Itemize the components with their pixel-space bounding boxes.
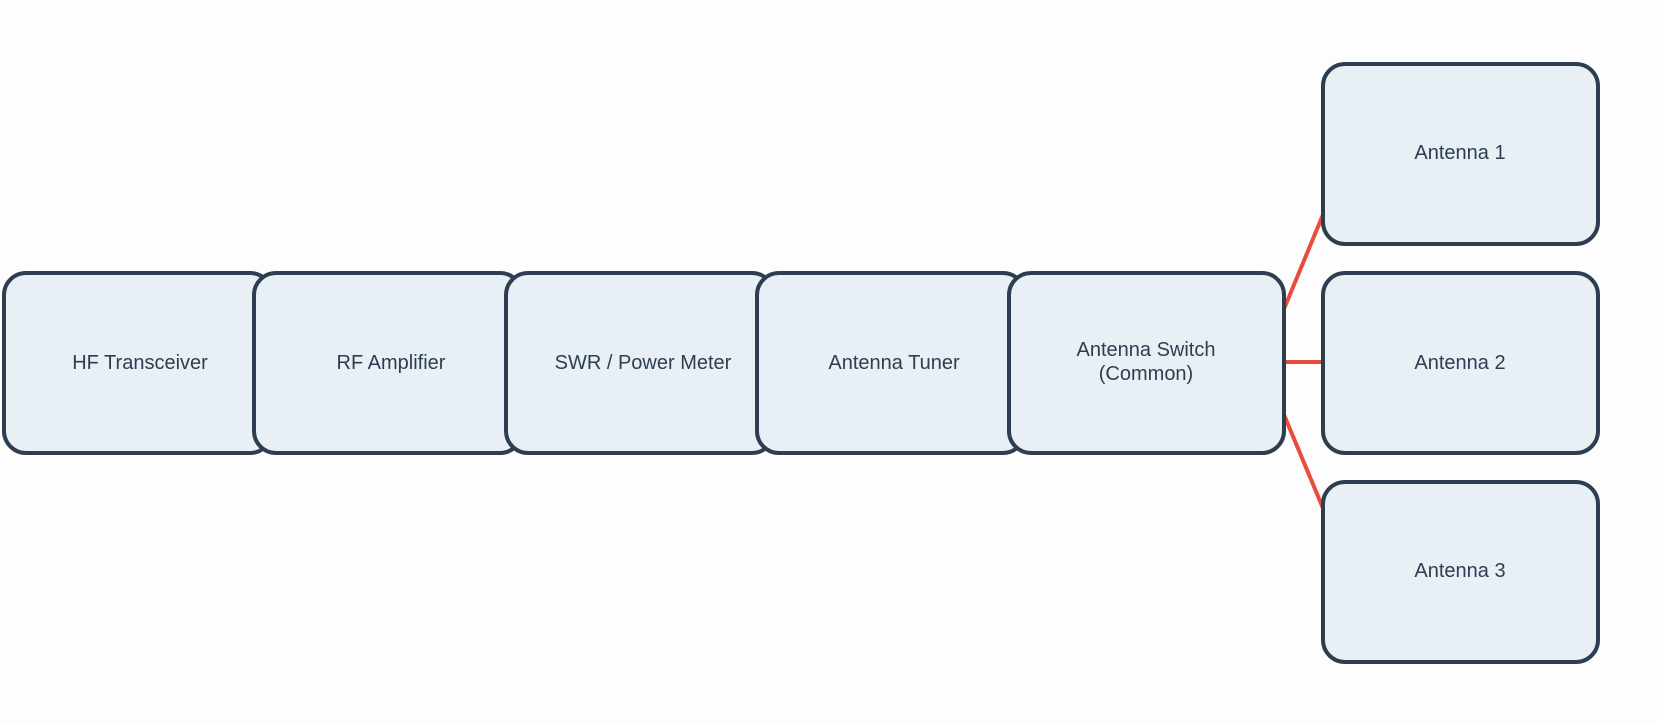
node-rf-amplifier: RF Amplifier (252, 271, 524, 455)
node-label: HF Transceiver (72, 352, 208, 374)
node-hf-transceiver: HF Transceiver (2, 271, 274, 455)
node-label: RF Amplifier (337, 352, 446, 374)
node-label: SWR / Power Meter (555, 352, 732, 374)
node-box (1321, 480, 1600, 664)
node-label-line-2: (Common) (1099, 363, 1193, 385)
node-label-line-1: Antenna Switch (1077, 339, 1216, 361)
node-label: Antenna 2 (1414, 352, 1505, 374)
node-swr-power-meter: SWR / Power Meter (504, 271, 776, 455)
node-box (1321, 271, 1600, 455)
node-label: Antenna 3 (1414, 560, 1505, 582)
node-label: Antenna Tuner (828, 352, 960, 374)
node-label: Antenna 1 (1414, 142, 1505, 164)
node-box (1007, 271, 1286, 455)
node-antenna-3: Antenna 3 (1321, 480, 1600, 664)
node-antenna-1: Antenna 1 (1321, 62, 1600, 246)
node-box (1321, 62, 1600, 246)
node-antenna-tuner: Antenna Tuner (755, 271, 1027, 455)
node-antenna-2: Antenna 2 (1321, 271, 1600, 455)
node-antenna-switch: Antenna Switch (Common) (1007, 271, 1286, 455)
